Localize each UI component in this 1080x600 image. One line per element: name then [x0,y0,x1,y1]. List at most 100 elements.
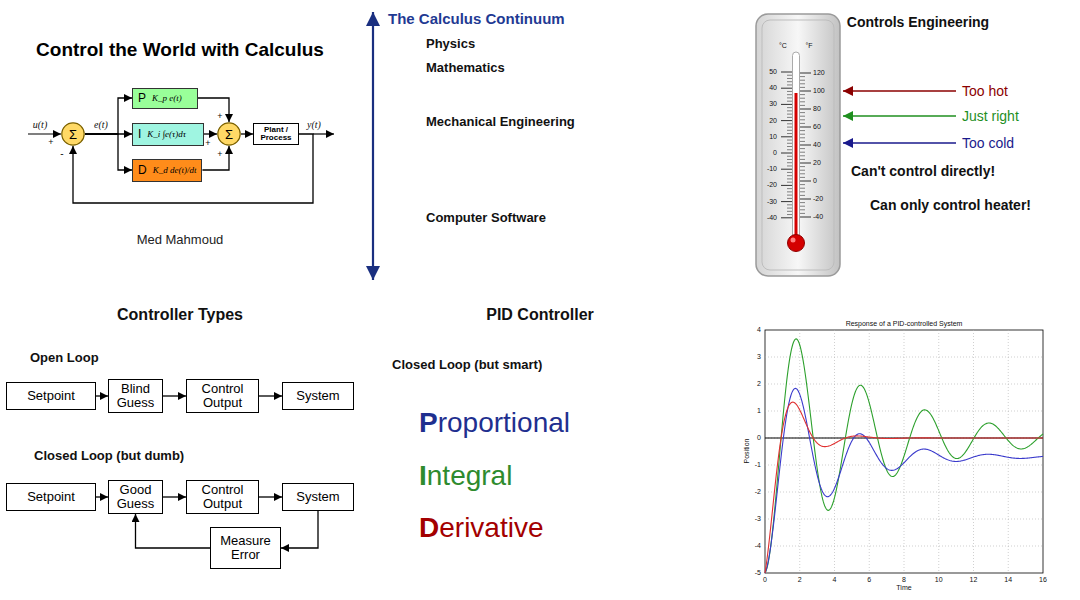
node-text: System [296,490,339,504]
grid-line [765,546,1043,547]
scale-tick [800,112,805,113]
scale-number: -40 [767,214,777,222]
scale-tick [787,123,792,124]
sign-mark: + [48,137,53,147]
node-text: Plant / Process [258,126,294,142]
scale-tick [800,152,805,153]
connector-arrow [241,133,253,134]
scale-tick [781,185,792,186]
scale-tick [787,110,792,111]
continuum-item: Mechanical Engineering [426,115,575,130]
scale-number: 20 [813,159,821,167]
connector-arrow [259,395,282,396]
callout-text: Just right [962,108,1019,124]
sub-heading: Closed Loop (but smart) [392,358,542,373]
connector-arrow [163,395,186,396]
scale-tick [781,72,792,73]
note-text: Can only control heater! [870,197,1031,213]
scale-tick [800,166,805,167]
tick-label: -5 [755,569,761,577]
grid-line [869,330,870,573]
scale-tick [800,206,805,207]
grid-line [765,492,1043,493]
scale-tick [787,127,792,128]
tick-label: 14 [1004,576,1012,584]
scale-tick [787,178,792,179]
tick-label: 10 [935,576,943,584]
continuum-arrow [372,12,374,280]
scale-tick [800,141,805,142]
sign-mark: - [60,148,63,160]
process-box: System [282,382,354,410]
sign-mark: + [217,149,222,159]
scale-number: 20 [769,117,777,125]
section-heading: The Calculus Continuum [388,10,565,27]
gain-block: DK_d de(t)/dt [132,159,202,182]
tick-label: 2 [757,380,761,388]
scale-tick [800,80,805,81]
continuum-item: Mathematics [426,61,505,76]
node-text: K_i ∫e(τ)dτ [147,129,186,139]
connector-arrow [281,511,318,548]
scale-tick [800,195,805,196]
node-text: I [138,127,141,141]
scale-tick [800,155,805,156]
connector-arrow [85,134,132,170]
scale-unit: °C [779,42,787,50]
scale-tick [800,130,805,131]
junction-circle [62,123,84,145]
scale-tick [800,213,805,214]
scale-tick [800,98,805,99]
scale-tick [800,202,805,203]
scale-tick [787,84,792,85]
scale-tick [800,119,805,120]
scale-number: 40 [813,141,821,149]
note-text: Can't control directly! [851,163,995,179]
tick-label: 8 [902,576,906,584]
scale-tick [800,148,805,149]
scale-tick [800,184,805,185]
pid-term: Proportional [419,407,570,439]
scale-tick [800,145,811,146]
scale-tick [800,91,811,92]
node-text: Σ [69,127,77,142]
node-text: Setpoint [27,490,75,504]
scale-tick [787,182,792,183]
scale-tick [787,97,792,98]
scale-number: -40 [813,213,823,221]
process-box: Control Output [186,480,259,514]
scale-tick [787,78,792,79]
connector-arrow [259,496,282,497]
grid-line [799,330,800,573]
scale-tick [787,91,792,92]
scale-number: 120 [813,69,825,77]
scale-tick [787,175,792,176]
scale-tick [787,143,792,144]
scale-number: 60 [813,123,821,131]
continuum-item: Computer Software [426,211,546,226]
connector-arrow [163,496,186,497]
scale-tick [800,191,805,192]
connector-arrow [85,98,132,134]
indicator-arrow [843,142,956,144]
scale-tick [781,217,792,218]
process-box: Setpoint [6,483,96,511]
summing-junction: Σ [61,122,85,146]
pid-term: Integral [419,460,512,492]
chart-grid [765,330,1043,573]
scale-tick [787,114,792,115]
output-wire [313,133,334,134]
scale-tick [787,140,792,141]
tick-label: 3 [757,353,761,361]
scale-number: -30 [767,198,777,206]
scale-tick [787,130,792,131]
scale-tick [787,146,792,147]
page-title: Control the World with Calculus [36,39,324,61]
signal-name: e(t) [93,119,109,131]
scale-number: -10 [767,165,777,173]
scale-tick [800,159,805,160]
scale-tick [800,101,805,102]
node-text: K_p e(t) [152,93,182,103]
scale-tick [787,204,792,205]
scale-tick [800,209,805,210]
